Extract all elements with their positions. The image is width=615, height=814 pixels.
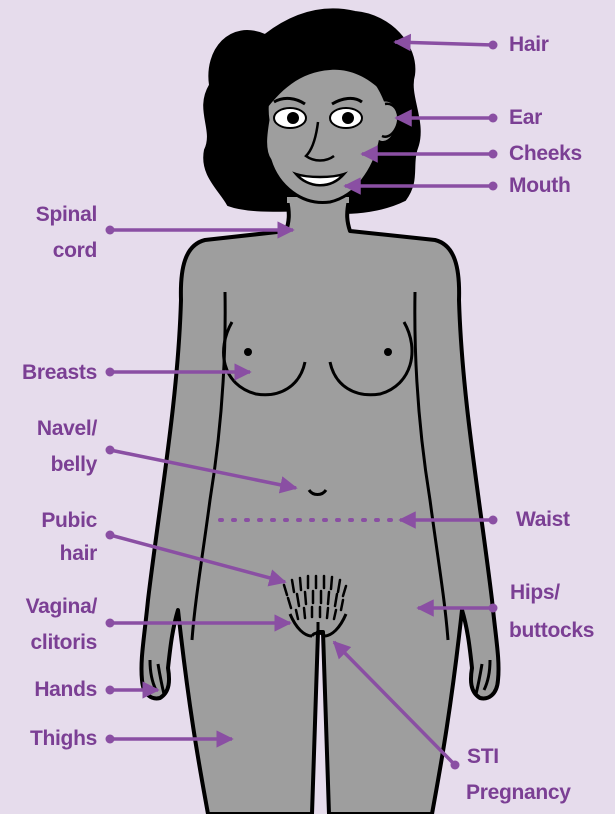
left-pupil [287,112,299,124]
label-cheeks: Cheeks [509,139,582,169]
label-hands: Hands [0,675,97,705]
left-nipple [244,348,252,356]
right-pupil [342,112,354,124]
label-ear: Ear [509,103,542,133]
hair-pointer [395,42,493,45]
right-nipple [384,348,392,356]
label-sti: STI [467,742,499,772]
label-hair: Hair [509,30,549,60]
label-breasts: Breasts [0,358,97,388]
label-pubic-line1: Pubic [0,506,97,536]
label-navel-line2: belly [0,450,97,480]
torso-shape [141,200,498,814]
label-mouth: Mouth [509,171,570,201]
label-pregnancy: Pregnancy [466,778,571,808]
label-waist: Waist [516,505,570,535]
label-vagina-line1: Vagina/ [0,592,97,622]
label-spinal-line1: Spinal [0,200,97,230]
label-navel-line1: Navel/ [0,414,97,444]
label-hips-line1: Hips/ [510,578,560,608]
label-spinal-line2: cord [0,236,97,266]
label-thighs: Thighs [0,724,97,754]
label-hips-line2: buttocks [509,616,594,646]
label-pubic-line2: hair [0,539,97,569]
label-vagina-line2: clitoris [0,628,97,658]
